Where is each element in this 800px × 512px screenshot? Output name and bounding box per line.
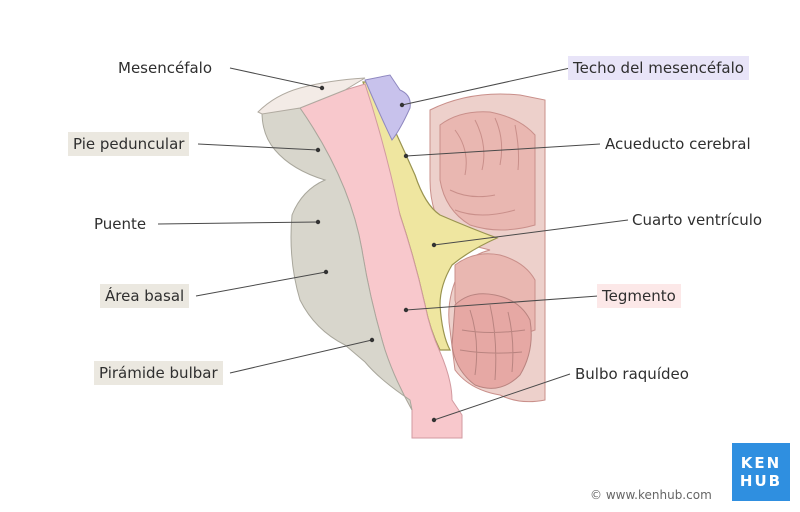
label-techo-mesencefalo: Techo del mesencéfalo <box>568 56 749 80</box>
label-piramide-bulbar: Pirámide bulbar <box>94 361 223 385</box>
label-tegmento: Tegmento <box>597 284 681 308</box>
label-area-basal: Área basal <box>100 284 190 308</box>
label-mesencefalo: Mesencéfalo <box>118 59 213 77</box>
label-cuarto-ventriculo: Cuarto ventrículo <box>632 211 763 229</box>
basal-area-shape <box>261 107 413 411</box>
cerebellum <box>429 93 546 403</box>
copyright-text: © www.kenhub.com <box>590 488 712 502</box>
label-pie-peduncular: Pie peduncular <box>68 132 190 156</box>
label-acueducto-cerebral: Acueducto cerebral <box>605 135 751 153</box>
logo-line-2: HUB <box>739 472 783 490</box>
label-bulbo-raquideo: Bulbo raquídeo <box>575 365 689 383</box>
kenhub-logo: KEN HUB <box>732 443 790 501</box>
leader-dots <box>315 85 437 423</box>
label-puente: Puente <box>94 215 147 233</box>
leader-lines <box>157 67 629 421</box>
tectum-shape <box>364 74 411 141</box>
logo-line-1: KEN <box>740 454 782 472</box>
